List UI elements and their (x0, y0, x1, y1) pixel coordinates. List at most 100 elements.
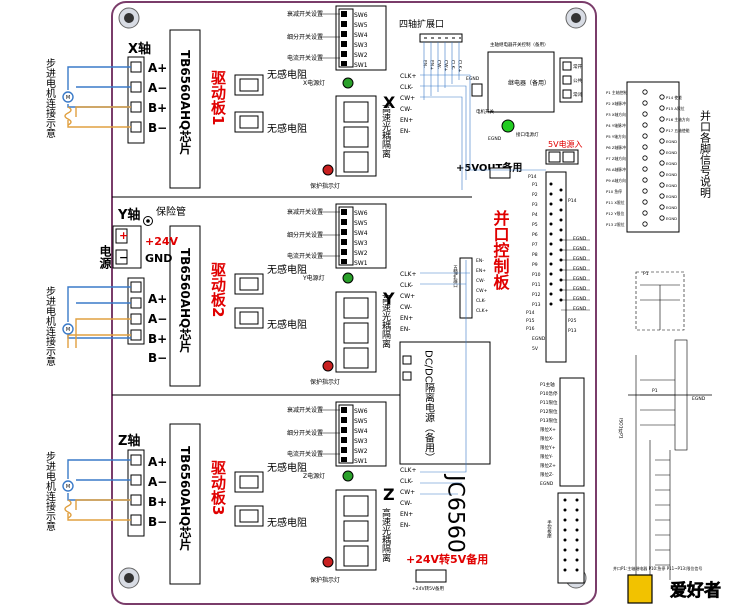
svg-text:EGND: EGND (666, 194, 677, 199)
axis-letter: Z (383, 485, 395, 504)
svg-text:无感电阻: 无感电阻 (267, 263, 307, 276)
svg-text:CLK-: CLK- (476, 298, 486, 304)
svg-text:常开: 常开 (573, 63, 582, 70)
signal-pins: CLK+ CLK- CW+ CW- EN+ EN- (400, 73, 417, 135)
axis-block-x: X轴 A+ A− B+ B− M 步进电机连接示意 TB6560AHQ芯片 驱动… (44, 5, 417, 190)
svg-text:无感电阻: 无感电阻 (267, 461, 307, 474)
optocoupler-block: 高速光耦隔离 (335, 291, 391, 373)
io-terminal-labels: P1主轴 P10急停 P11限位 P12限位 P13限位 限位X+ 限位X- 限… (540, 377, 585, 487)
v24-5v-connector (415, 569, 447, 583)
svg-text:CW-: CW- (400, 106, 412, 113)
optocoupler-block: 高速光耦隔离 (335, 95, 391, 177)
svg-text:P6: P6 (532, 232, 538, 238)
svg-text:EN+: EN+ (400, 511, 413, 518)
relay-egnd: EGND (488, 136, 502, 142)
protect-lamp-icon (322, 164, 334, 176)
resistor-1: 无感电阻 (234, 461, 307, 493)
fuse-label: 保险管 (156, 205, 186, 218)
svg-text:CLK+: CLK+ (400, 467, 417, 474)
svg-text:SW4: SW4 (354, 230, 368, 237)
board-label: 驱动板2 (209, 262, 227, 317)
motor-symbol-icon: M (66, 484, 70, 490)
svg-text:EGND: EGND (540, 481, 554, 487)
five-v-input-label: 5V电源入 (548, 139, 583, 149)
terminal-a-plus: A+ (148, 455, 167, 469)
svg-text:SW1: SW1 (354, 62, 368, 69)
board-label: 驱动板1 (209, 70, 227, 125)
svg-text:EN+: EN+ (476, 268, 486, 274)
svg-text:P10: P10 (532, 272, 541, 278)
svg-text:EGND: EGND (666, 139, 677, 144)
svg-text:EGND: EGND (573, 256, 587, 262)
terminal-b-minus: B− (148, 515, 167, 529)
v24-5v-small-label: +24V转5V备用 (412, 585, 444, 592)
svg-text:P13 Z限位: P13 Z限位 (606, 222, 625, 227)
relay-label: 继电器（备用） (508, 79, 550, 87)
four-axis-title: 四轴扩展口 (399, 18, 444, 30)
svg-text:爱好者: 爱好者 (670, 580, 721, 601)
svg-text:P11限位: P11限位 (540, 399, 558, 406)
svg-text:手控板座: 手控板座 (547, 519, 552, 540)
svg-text:SW6: SW6 (354, 210, 368, 217)
svg-text:CLK+: CLK+ (400, 271, 417, 278)
resistor-2: 无感电阻 (234, 505, 307, 529)
svg-text:P5 Y轴方向: P5 Y轴方向 (606, 134, 626, 139)
protect-lamp-icon (322, 360, 334, 372)
svg-text:CLK-: CLK- (400, 478, 413, 485)
svg-text:EGND: EGND (666, 172, 677, 177)
signal-pins: CLK+ CLK- CW+ CW- EN+ EN- (400, 467, 417, 529)
svg-text:EN-: EN- (400, 128, 410, 135)
svg-text:P1: P1 (652, 388, 658, 394)
svg-text:P12限位: P12限位 (540, 408, 558, 415)
power-input: 电源 + − +24V GND 保险管 (98, 205, 186, 270)
chip-label: TB6560AHQ芯片 (178, 50, 192, 155)
svg-text:P13: P13 (568, 328, 577, 334)
svg-text:EGND: EGND (692, 396, 706, 402)
svg-text:P15 A限位: P15 A限位 (666, 106, 685, 111)
resistor-1: 无感电阻 (234, 68, 307, 96)
svg-text:P14: P14 (568, 198, 577, 204)
svg-text:P12: P12 (532, 292, 541, 298)
protect-lamp-icon (322, 556, 334, 568)
svg-text:P9 A轴方向: P9 A轴方向 (606, 178, 626, 183)
svg-text:CLK-: CLK- (400, 282, 413, 289)
svg-text:SW3: SW3 (354, 240, 368, 247)
power-label: 电源 (98, 244, 112, 270)
handwheel-connector: 手控板座 (547, 492, 585, 584)
protect-lamp-label: 保护指示灯 (310, 576, 340, 584)
svg-text:EGND: EGND (666, 161, 677, 166)
svg-text:CLK-: CLK- (450, 60, 456, 70)
svg-text:衰减开关设置: 衰减开关设置 (287, 406, 323, 414)
svg-text:CLK+: CLK+ (476, 308, 489, 314)
svg-text:CW-: CW- (436, 60, 442, 69)
svg-text:SW5: SW5 (354, 22, 368, 29)
svg-text:高速光耦隔离: 高速光耦隔离 (380, 103, 391, 159)
v24-5v-label: +24V转5V备用 (406, 552, 488, 566)
terminal-b-minus: B− (148, 351, 167, 365)
chip-box (169, 29, 201, 189)
control-board-label: 并口控制板 (491, 209, 510, 291)
svg-text:P2: P2 (532, 192, 538, 198)
svg-text:SW3: SW3 (354, 42, 368, 49)
svg-text:P14 使能: P14 使能 (666, 95, 682, 100)
motor-symbol-icon: M (66, 327, 70, 333)
board-label: 驱动板3 (209, 460, 227, 515)
svg-text:CW-: CW- (400, 500, 412, 507)
interface-lamp-label: 接口电源灯 (516, 131, 539, 138)
svg-text:SW1: SW1 (354, 458, 368, 465)
io-wiring-sketch (628, 271, 712, 586)
svg-text:EGND: EGND (573, 236, 587, 242)
signal-pins: CLK+ CLK- CW+ CW- EN+ EN- (400, 271, 417, 333)
svg-text:P12 Y限位: P12 Y限位 (606, 211, 624, 216)
terminal-b-plus: B+ (148, 101, 167, 115)
svg-text:P13: P13 (532, 302, 541, 308)
svg-text:P7: P7 (532, 242, 538, 248)
svg-text:SW2: SW2 (354, 52, 368, 59)
svg-text:SW6: SW6 (354, 12, 368, 19)
minus-sign: − (119, 251, 128, 264)
svg-text:SW1: SW1 (354, 260, 368, 267)
svg-text:EGND: EGND (666, 205, 677, 210)
motor-icon (62, 323, 74, 335)
motor-terminal-block (127, 277, 145, 345)
